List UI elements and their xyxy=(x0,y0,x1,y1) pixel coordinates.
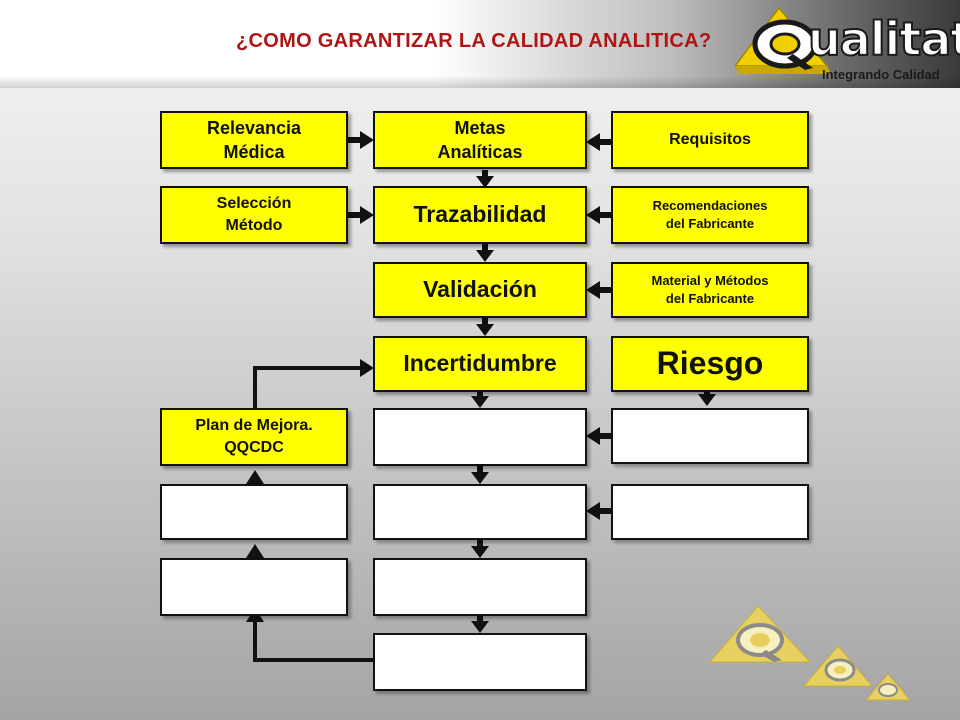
arrow-incertidumbre-blank xyxy=(471,396,489,408)
node-seleccion-metodo: Selección Método xyxy=(160,186,348,244)
arrow-seleccion-trazabilidad xyxy=(360,206,374,224)
arrow-riesgo-blank xyxy=(698,394,716,406)
node-blank-right-2 xyxy=(611,484,809,540)
slide-title: ¿COMO GARANTIZAR LA CALIDAD ANALITICA? xyxy=(236,30,712,52)
node-trazabilidad: Trazabilidad xyxy=(373,186,587,244)
medium-q-triangle-icon xyxy=(802,645,874,687)
node-blank-center-1 xyxy=(373,408,587,466)
arrow-metas-trazabilidad xyxy=(476,176,494,188)
logo-wordmark: ualitat xyxy=(807,12,960,66)
arrow-left-blank-2-blank-1 xyxy=(246,544,264,558)
arrow-center-blank-1 xyxy=(471,472,489,484)
decorative-q-logos xyxy=(708,605,912,701)
header-bar: ¿COMO GARANTIZAR LA CALIDAD ANALITICA? u… xyxy=(0,0,960,88)
arrow-right-blank-2 xyxy=(586,502,600,520)
node-validacion: Validación xyxy=(373,262,587,318)
node-incertidumbre: Incertidumbre xyxy=(373,336,587,392)
large-q-triangle-icon xyxy=(708,605,812,663)
arrow-left-blank-1-plan xyxy=(246,470,264,484)
node-blank-center-3 xyxy=(373,558,587,616)
node-riesgo: Riesgo xyxy=(611,336,809,392)
arrow-requisitos-metas xyxy=(586,133,600,151)
node-blank-right-1 xyxy=(611,408,809,464)
node-blank-center-4 xyxy=(373,633,587,691)
arrow-trazabilidad-validacion xyxy=(476,250,494,262)
qualitat-logo xyxy=(735,6,831,74)
header-shadow xyxy=(0,76,960,88)
node-material-metodos-fabricante: Material y Métodos del Fabricante xyxy=(611,262,809,318)
plan-to-incertidumbre-connector xyxy=(253,366,360,372)
node-recomendaciones-fabricante: Recomendaciones del Fabricante xyxy=(611,186,809,244)
arrow-to-incertidumbre xyxy=(360,359,374,377)
arrow-recomendaciones-trazabilidad xyxy=(586,206,600,224)
arrow-relevancia-metas xyxy=(360,131,374,149)
node-blank-left-2 xyxy=(160,558,348,616)
small-q-triangle-icon xyxy=(864,673,912,701)
node-blank-left-1 xyxy=(160,484,348,540)
node-plan-de-mejora: Plan de Mejora. QQCDC xyxy=(160,408,348,466)
blank-to-left-connector xyxy=(253,622,373,662)
arrow-material-validacion xyxy=(586,281,600,299)
arrow-center-blank-3 xyxy=(471,621,489,633)
node-metas-analiticas: Metas Analíticas xyxy=(373,111,587,169)
arrow-center-blank-2 xyxy=(471,546,489,558)
arrow-validacion-incertidumbre xyxy=(476,324,494,336)
node-relevancia-medica: Relevancia Médica xyxy=(160,111,348,169)
logo-tagline: Integrando Calidad xyxy=(822,67,940,82)
arrow-right-blank-1 xyxy=(586,427,600,445)
node-requisitos: Requisitos xyxy=(611,111,809,169)
node-blank-center-2 xyxy=(373,484,587,540)
